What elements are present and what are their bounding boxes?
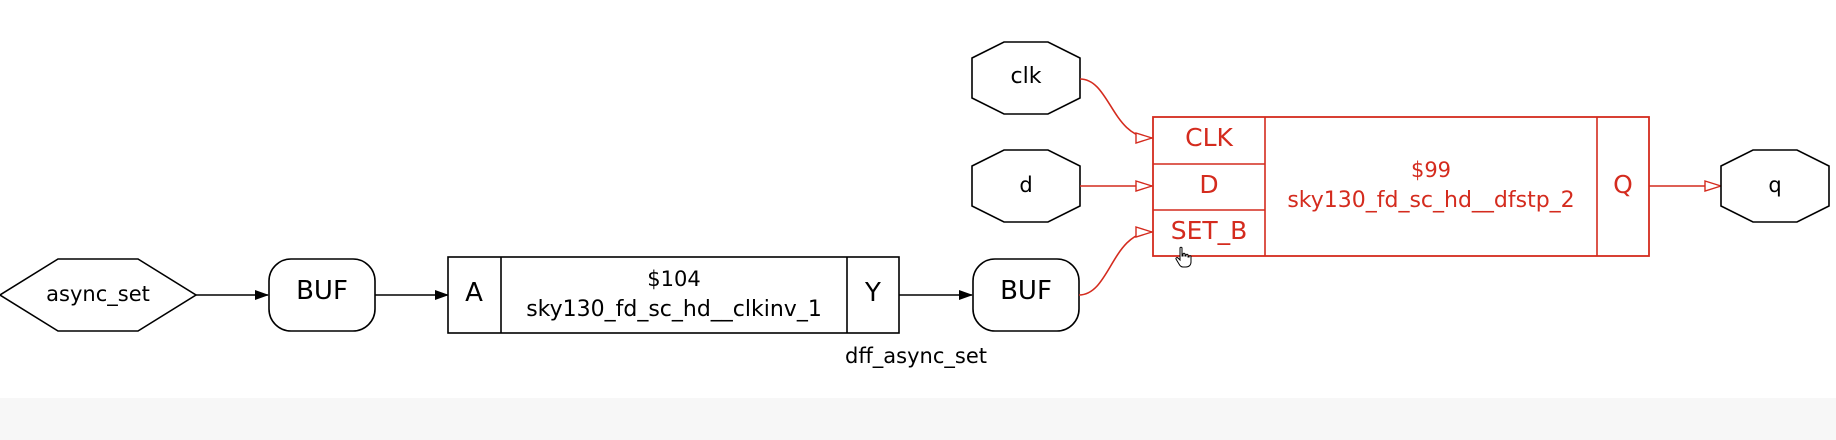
dff-pin-clk: CLK (1185, 123, 1233, 152)
wire-clk-to-dff (1079, 78, 1152, 138)
bottom-band (0, 398, 1836, 440)
buffer-2-label: BUF (1000, 276, 1052, 306)
port-async-set-label: async_set (46, 282, 150, 307)
inverter-pin-y: Y (864, 278, 881, 308)
dff-cell-id: $99 (1411, 158, 1451, 182)
port-q[interactable]: q (1720, 149, 1830, 223)
net-label: dff_async_set (845, 344, 987, 369)
hand-cursor-icon (1175, 246, 1192, 268)
port-clk[interactable]: clk (971, 41, 1081, 115)
dff-cell-type: sky130_fd_sc_hd__dfstp_2 (1287, 188, 1574, 213)
buffer-2[interactable]: BUF (972, 258, 1080, 332)
dff-pin-d: D (1199, 170, 1218, 199)
wire-buf-to-set (1078, 232, 1152, 296)
dff-pin-q: Q (1613, 170, 1633, 199)
port-async-set[interactable]: async_set (0, 258, 198, 332)
inverter-pin-a: A (465, 278, 483, 308)
buffer-1[interactable]: BUF (268, 258, 376, 332)
inverter-cell-id: $104 (647, 267, 700, 291)
port-clk-label: clk (1011, 64, 1042, 89)
port-d[interactable]: d (971, 149, 1081, 223)
inverter-cell-type: sky130_fd_sc_hd__clkinv_1 (526, 297, 822, 322)
buffer-1-label: BUF (296, 276, 348, 306)
port-q-label: q (1768, 173, 1781, 197)
inverter-cell[interactable]: A $104 sky130_fd_sc_hd__clkinv_1 Y (447, 256, 900, 334)
dff-cell[interactable]: CLK D SET_B $99 sky130_fd_sc_hd__dfstp_2… (1152, 116, 1650, 257)
dff-pin-set-b: SET_B (1171, 216, 1248, 245)
port-d-label: d (1019, 173, 1032, 197)
